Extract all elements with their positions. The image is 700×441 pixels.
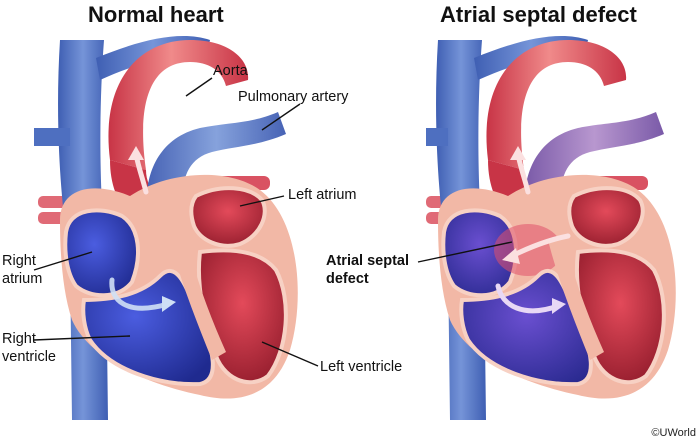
right-atrium — [63, 208, 140, 298]
label-left-atrium: Left atrium — [288, 187, 357, 203]
label-right-atrium: Right atrium — [2, 252, 42, 288]
label-right-atrium-line2: atrium — [2, 271, 43, 287]
left-atrium — [189, 186, 267, 248]
label-right-ventricle: Right ventricle — [2, 330, 56, 366]
title-normal-heart: Normal heart — [88, 2, 224, 27]
flow-arrow-ra-rv — [109, 277, 171, 311]
aorta — [108, 40, 249, 170]
label-aorta: Aorta — [213, 63, 248, 79]
title-atrial-septal-defect: Atrial septal defect — [440, 2, 637, 27]
label-asd-line1: Atrial septal — [326, 253, 409, 269]
label-left-ventricle: Left ventricle — [320, 359, 403, 375]
label-right-atrium-line1: Right — [2, 253, 36, 269]
label-asd-line2: defect — [326, 271, 369, 287]
label-right-ventricle-line2: ventricle — [2, 349, 56, 365]
normal-heart — [34, 36, 298, 420]
label-pulmonary-artery: Pulmonary artery — [238, 89, 349, 105]
copyright: ©UWorld — [651, 427, 696, 439]
leader-lines — [33, 77, 513, 367]
label-atrial-septal-defect: Atrial septal defect — [326, 252, 409, 288]
asd-heart — [426, 36, 676, 420]
label-right-ventricle-line1: Right — [2, 331, 36, 347]
